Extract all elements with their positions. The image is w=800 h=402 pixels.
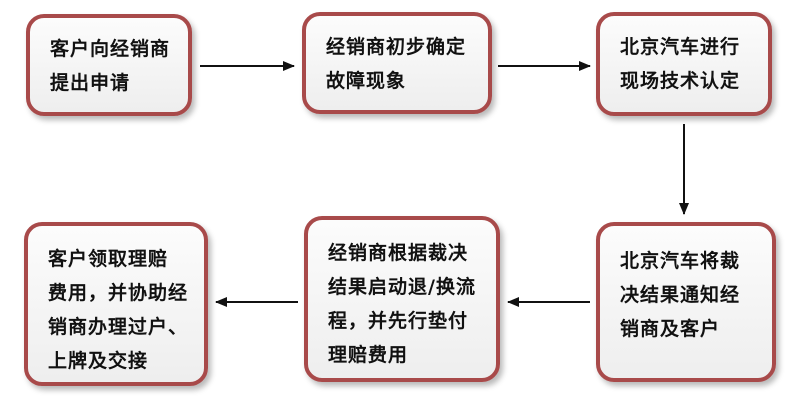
step-box-4: 北京汽车将裁 决结果通知经 销商及客户 xyxy=(596,222,776,382)
step-box-2: 经销商初步确定 故障现象 xyxy=(302,12,492,114)
step-box-1: 客户向经销商 提出申请 xyxy=(26,14,192,116)
step-box-5: 经销商根据裁决 结果启动退/换流 程，并先行垫付 理赔费用 xyxy=(304,216,500,382)
step-box-3: 北京汽车进行 现场技术认定 xyxy=(596,12,772,116)
step-box-6: 客户领取理赔 费用，并协助经 销商办理过户、 上牌及交接 xyxy=(24,222,208,386)
